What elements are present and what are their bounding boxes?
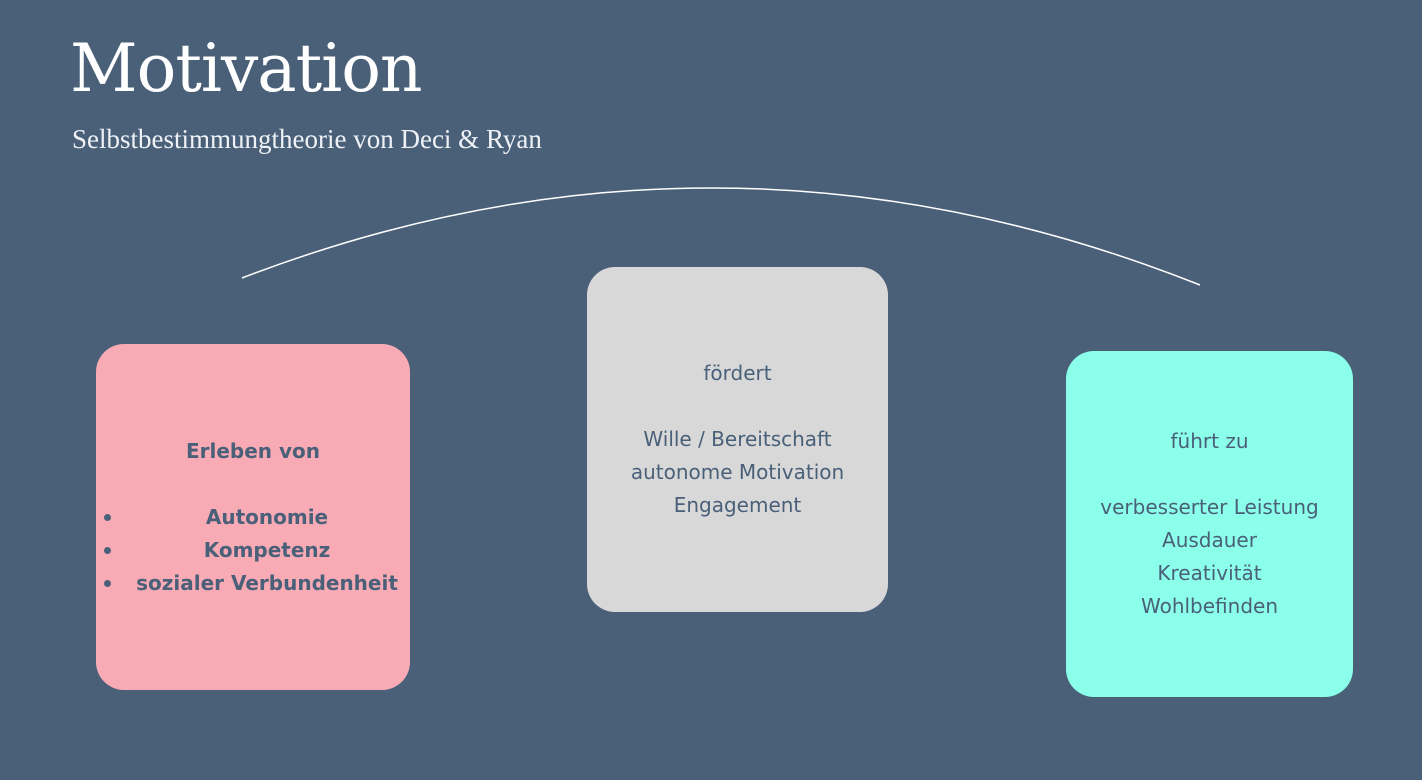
promotes-heading: fördert	[703, 361, 772, 385]
arc-line	[241, 187, 1201, 286]
slide-title: Motivation	[70, 30, 422, 107]
needs-box: Erleben von Autonomie Kompetenz sozialer…	[96, 344, 410, 690]
promotes-line: Engagement	[673, 493, 802, 517]
promotes-box: fördert Wille / Bereitschaft autonome Mo…	[587, 267, 888, 612]
slide-subtitle: Selbstbestimmungtheorie von Deci & Ryan	[72, 124, 542, 154]
list-item: sozialer Verbundenheit	[96, 567, 410, 600]
promotes-line: Wille / Bereitschaft	[643, 427, 832, 451]
list-item: Autonomie	[96, 501, 410, 534]
list-item: Kompetenz	[96, 534, 410, 567]
outcomes-heading: führt zu	[1170, 429, 1249, 453]
outcome-line: Wohlbefinden	[1140, 594, 1279, 618]
needs-heading: Erleben von	[185, 438, 321, 463]
outcome-line: verbesserter Leistung	[1100, 495, 1319, 519]
needs-list: Autonomie Kompetenz sozialer Verbundenhe…	[96, 501, 410, 600]
promotes-line: autonome Motivation	[630, 460, 845, 484]
outcome-line: Kreativität	[1157, 561, 1262, 585]
outcomes-box: führt zu verbesserter Leistung Ausdauer …	[1066, 351, 1353, 697]
outcome-line: Ausdauer	[1162, 528, 1257, 552]
